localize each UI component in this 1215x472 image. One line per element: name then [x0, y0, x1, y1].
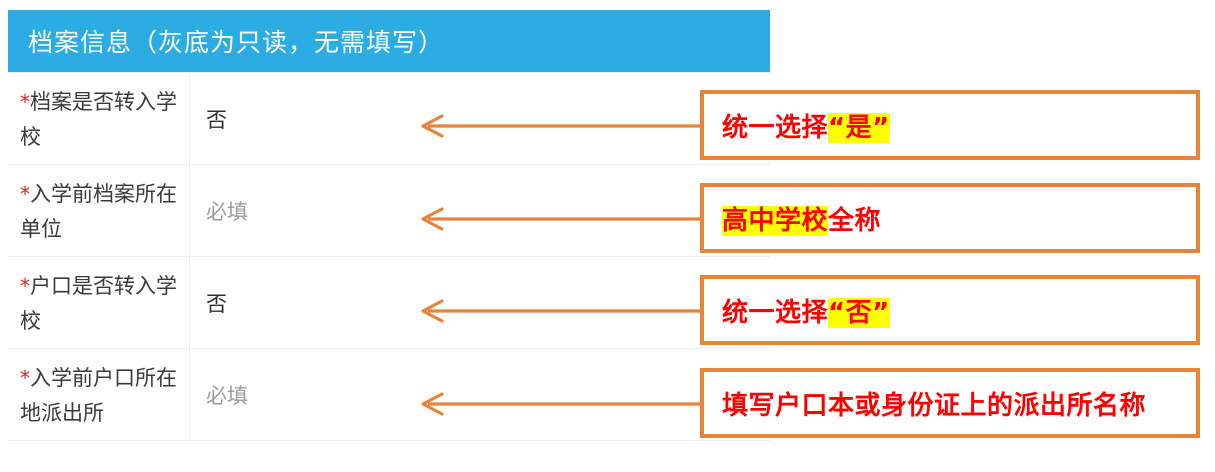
archive-info-panel: 档案信息（灰底为只读，无需填写） *档案是否转入学校 否 *入学前档案所在单位 … — [8, 10, 770, 450]
form-table: *档案是否转入学校 否 *入学前档案所在单位 必填 *户口是否转入学校 — [8, 72, 770, 441]
annotation-highlight: “否” — [828, 297, 890, 328]
annotation-suffix: 全称 — [828, 205, 882, 236]
form-row-hukou-transfer: *户口是否转入学校 否 — [8, 257, 770, 349]
annotation-text: 统一选择“是” — [722, 107, 890, 144]
section-title: 档案信息（灰底为只读，无需填写） — [28, 28, 445, 57]
arrow-left-icon — [418, 299, 704, 323]
annotation-prefix: 统一选择 — [722, 297, 829, 328]
annotation-text: 填写户口本或身份证上的派出所名称 — [722, 385, 1146, 422]
annotation-highlight: “是” — [828, 112, 890, 143]
form-row-archive-transfer: *档案是否转入学校 否 — [8, 73, 770, 165]
row-label-hukou-transfer: *户口是否转入学校 — [8, 257, 190, 348]
row-value-text: 否 — [206, 107, 227, 132]
arrow-left-icon — [418, 392, 704, 416]
row-label-archive-transfer: *档案是否转入学校 — [8, 73, 190, 164]
row-label-text: 入学前档案所在单位 — [20, 182, 177, 241]
row-value-placeholder: 必填 — [206, 199, 248, 224]
annotation-prefix: 填写户口本或身份证上的派出所名称 — [722, 390, 1147, 421]
required-asterisk: * — [20, 182, 30, 206]
form-row-archive-unit: *入学前档案所在单位 必填 — [8, 165, 770, 257]
row-label-archive-unit: *入学前档案所在单位 — [8, 165, 190, 256]
required-asterisk: * — [20, 274, 30, 298]
section-header: 档案信息（灰底为只读，无需填写） — [8, 10, 770, 72]
form-row-police-station: *入学前户口所在地派出所 必填 — [8, 349, 770, 441]
annotation-prefix: 统一选择 — [722, 112, 829, 143]
arrow-left-icon — [418, 207, 704, 231]
row-value-police-station[interactable]: 必填 — [190, 349, 770, 440]
row-value-placeholder: 必填 — [206, 383, 248, 408]
row-label-text: 户口是否转入学校 — [20, 274, 177, 333]
row-label-text: 档案是否转入学校 — [20, 90, 177, 149]
row-value-archive-unit[interactable]: 必填 — [190, 165, 770, 256]
row-label-text: 入学前户口所在地派出所 — [20, 366, 177, 425]
annotation-highlight: 高中学校 — [722, 205, 829, 236]
annotation-box-archive-unit: 高中学校全称 — [700, 183, 1200, 253]
annotation-box-archive-transfer: 统一选择“是” — [700, 90, 1200, 160]
annotation-text: 统一选择“否” — [722, 292, 890, 329]
required-asterisk: * — [20, 90, 30, 114]
row-label-police-station: *入学前户口所在地派出所 — [8, 349, 190, 440]
annotation-box-hukou-transfer: 统一选择“否” — [700, 275, 1200, 345]
arrow-left-icon — [418, 114, 704, 138]
row-value-text: 否 — [206, 291, 227, 316]
annotation-box-police-station: 填写户口本或身份证上的派出所名称 — [700, 368, 1200, 438]
annotation-text: 高中学校全称 — [722, 200, 881, 237]
required-asterisk: * — [20, 366, 30, 390]
